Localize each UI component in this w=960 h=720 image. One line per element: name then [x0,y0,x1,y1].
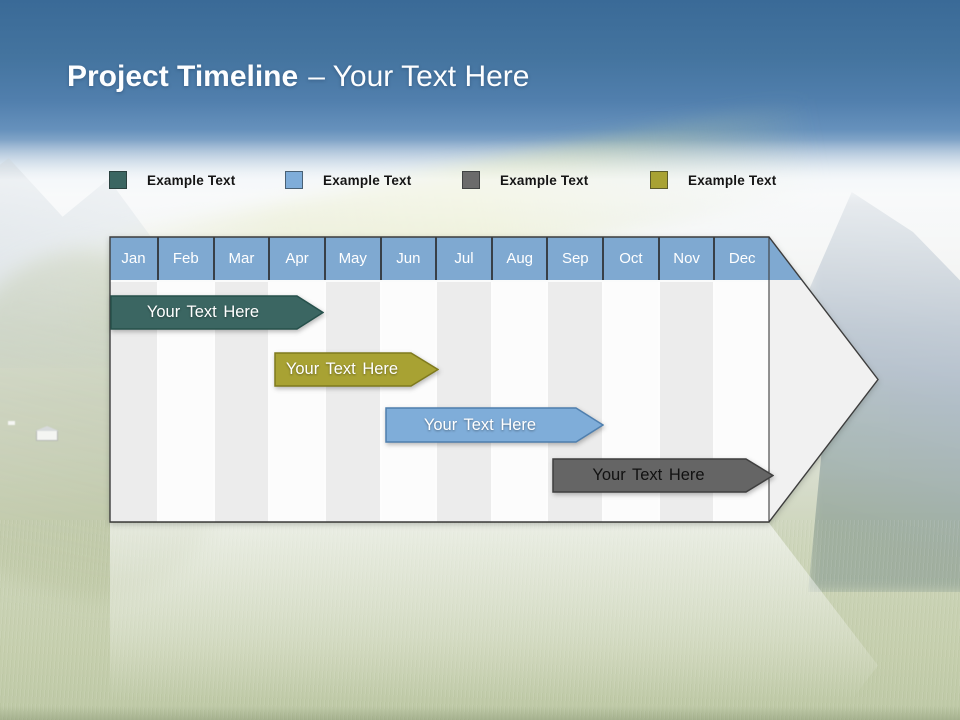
legend-label: Example Text [500,172,589,188]
legend-item-4: Example Text [650,171,776,189]
legend-swatch-4 [650,171,668,189]
legend-item-2: Example Text [285,171,411,189]
timeline-bar-1: Your Text Here [110,295,324,330]
mountain-hut [36,430,58,441]
bar-arrow-shape [274,352,439,387]
legend-swatch-1 [109,171,127,189]
legend-swatch-3 [462,171,480,189]
bar-label: Your Text Here [285,360,399,378]
legend-swatch-2 [285,171,303,189]
timeline-bar-4: Your Text Here [552,458,774,493]
title-bold-text: Project Timeline [67,60,299,93]
legend-item-1: Example Text [109,171,235,189]
legend-label: Example Text [688,172,777,188]
slide-title: Project Timeline – Your Text Here [67,60,529,94]
bar-arrow-shape [552,458,774,493]
small-hut-dot [8,421,15,425]
timeline-reflection [110,523,878,720]
legend-label: Example Text [147,172,236,188]
bar-label: Your Text Here [592,466,705,484]
bar-arrow-shape [385,407,604,443]
bar-arrow-shape [110,295,324,330]
timeline-bar-2: Your Text Here [274,352,439,387]
legend-label: Example Text [323,172,412,188]
legend-item-3: Example Text [462,171,588,189]
title-regular-text: – Your Text Here [308,60,530,93]
bar-label: Your Text Here [423,416,537,434]
bar-label: Your Text Here [146,303,260,321]
timeline-bar-3: Your Text Here [385,407,604,443]
